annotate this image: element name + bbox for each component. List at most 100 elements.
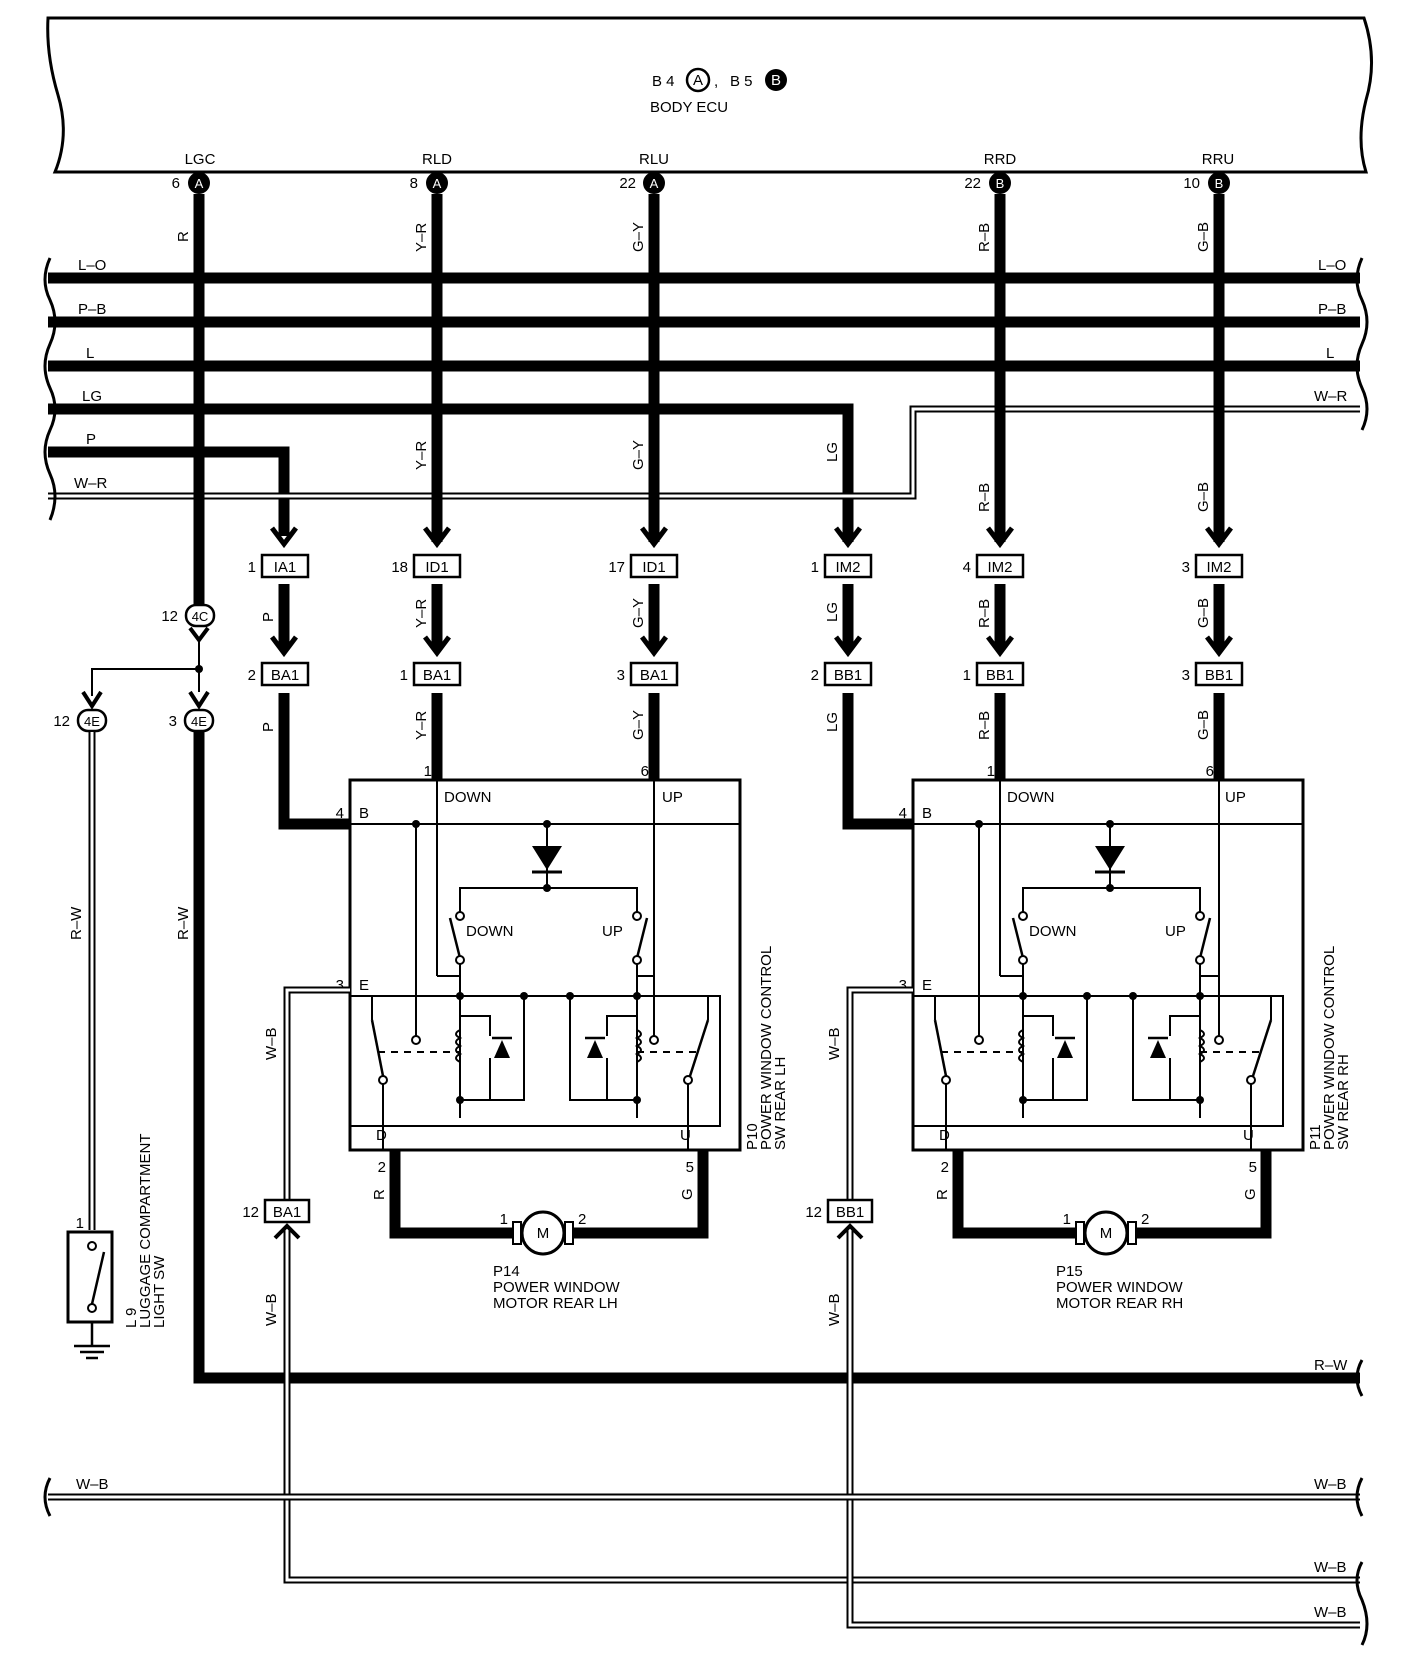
terminal-conn: A (195, 176, 204, 191)
vertical-wires (193, 194, 1233, 830)
switch-code: P10 (744, 1123, 761, 1150)
body-ecu: B 4 A , B 5 B BODY ECU (46, 16, 1373, 174)
connector-id: BB1 (834, 667, 862, 684)
bus-left-label: W–R (74, 475, 108, 492)
wire-color: R (175, 231, 192, 242)
connector-ba1-ground: BA1 12 (242, 1198, 311, 1240)
ecu-terminal-rru: RRU 10 B (1183, 151, 1234, 194)
wire-color: Y–R (413, 223, 430, 252)
wire-color-labels: R Y–R G–Y R–B G–B Y–R G–Y LG R–B G–B P Y… (175, 222, 1212, 740)
motor-pin1: 1 (500, 1211, 508, 1228)
wire-color: W–B (826, 1027, 843, 1060)
connector-pin: 1 (811, 559, 819, 576)
bus-left-label: L (86, 345, 94, 362)
wire-label: W–B (1314, 1559, 1347, 1576)
terminal-name: RLU (639, 151, 669, 168)
motor-name-line2: MOTOR REAR LH (493, 1295, 618, 1312)
connector-pin: 12 (242, 1204, 259, 1221)
bus-right-label: P–B (1318, 301, 1346, 318)
ecu-terminal-rld: RLD 8 A (410, 151, 452, 194)
wire-color: W–B (826, 1293, 843, 1326)
wire-color: G–B (1195, 710, 1212, 740)
wire-color: R–W (175, 906, 192, 940)
ground-icon (74, 1344, 110, 1360)
label-up-top: UP (1225, 789, 1246, 806)
connector: IM2 1 (811, 553, 873, 579)
ecu-ref-a-letter: A (693, 72, 703, 89)
connector-pin: 12 (805, 1204, 822, 1221)
term-b: B (359, 805, 369, 822)
switch-name-line1: POWER WINDOW CONTROL (1321, 946, 1338, 1150)
wire-color: G–Y (630, 222, 647, 252)
term-e: E (359, 977, 369, 994)
pin-down: 1 (424, 763, 432, 780)
terminal-name: RRD (984, 151, 1017, 168)
motor-code: P15 (1056, 1263, 1083, 1280)
pin-down: 1 (987, 763, 995, 780)
ecu-ref-sep: , (714, 73, 718, 90)
bus-right-label: L–O (1318, 257, 1346, 274)
power-window-switch-rear-rh: 1 6 4 3 B E D U DOWN UP DOWN UP (899, 763, 1352, 1152)
connector: BB1 1 (963, 661, 1025, 687)
terminal-conn: A (433, 176, 442, 191)
ecu-terminal-lgc: LGC 6 A (172, 151, 216, 194)
motor-code: P14 (493, 1263, 520, 1280)
pin-up: 6 (641, 763, 649, 780)
left-branch-wires (81, 640, 210, 710)
terminal-pin: 8 (410, 175, 418, 192)
connector-id: BB1 (836, 1204, 864, 1221)
pin-b: 4 (336, 805, 344, 822)
terminal-pin: 6 (172, 175, 180, 192)
label-up-sw: UP (1165, 923, 1186, 940)
wire-color: G–Y (630, 598, 647, 628)
luggage-compartment-light-switch: 1 L 9 LUGGAGE COMPARTMENT LIGHT SW (66, 1134, 168, 1360)
junction-id: 4E (191, 714, 207, 729)
power-window-motor-rear-lh: 2 5 R G M 1 2 P14 POWER WINDOW MOTOR REA… (371, 1150, 709, 1312)
connector-bb1-ground: BB1 12 (805, 1198, 874, 1240)
harness-bus: L–O P–B L LG P W–R L–O P–B L W–R (43, 257, 1369, 542)
wire-color: R–B (976, 711, 993, 740)
connector: BB1 2 (811, 661, 873, 687)
connector-id: BA1 (273, 1204, 301, 1221)
pin-d: 2 (378, 1159, 386, 1176)
label-down-top: DOWN (444, 789, 492, 806)
connector: BA1 2 (248, 661, 310, 687)
label-down-sw: DOWN (466, 923, 514, 940)
switch-name-line2: LIGHT SW (151, 1255, 168, 1328)
junction-pin: 12 (53, 713, 70, 730)
ecu-ref-b-prefix: B 5 (730, 73, 753, 90)
motor-pin1: 1 (1063, 1211, 1071, 1228)
wire-color: Y–R (413, 711, 430, 740)
connector-id: ID1 (642, 559, 665, 576)
connector-id: ID1 (425, 559, 448, 576)
connector-id: BA1 (423, 667, 451, 684)
switch-name-line1: POWER WINDOW CONTROL (758, 946, 775, 1150)
connector-id: IM2 (987, 559, 1012, 576)
junction-id: 4E (84, 714, 100, 729)
junction-pin: 3 (169, 713, 177, 730)
wire-color: P (260, 612, 277, 622)
wire-color: G–B (1195, 598, 1212, 628)
connector-pin: 2 (248, 667, 256, 684)
power-window-motor-rear-rh: 2 5 R G M 1 2 P15 POWER WINDOW MOTOR REA… (934, 1150, 1272, 1312)
ecu-terminal-rlu: RLU 22 A (619, 151, 669, 194)
connector-pin: 3 (1182, 667, 1190, 684)
label-up-top: UP (662, 789, 683, 806)
motor-symbol: M (537, 1225, 550, 1242)
wire-color: LG (824, 442, 841, 462)
label-down-sw: DOWN (1029, 923, 1077, 940)
term-u: U (1243, 1127, 1254, 1144)
ecu-ref-a-prefix: B 4 (652, 73, 675, 90)
label-up-sw: UP (602, 923, 623, 940)
term-u: U (680, 1127, 691, 1144)
terminal-conn: B (1215, 176, 1224, 191)
switch-name-line2: SW REAR RH (1335, 1054, 1352, 1150)
switch-name-line2: SW REAR LH (772, 1057, 789, 1150)
wire-color: R (934, 1189, 951, 1200)
term-e: E (922, 977, 932, 994)
motor-name-line1: POWER WINDOW (493, 1279, 620, 1296)
bottom-wire-ends: R–W W–B W–B W–B W–B (43, 1357, 1369, 1646)
junction-4e-right: 4E 3 (169, 708, 215, 733)
bus-left-label: P (86, 431, 96, 448)
connector-id: BA1 (271, 667, 299, 684)
